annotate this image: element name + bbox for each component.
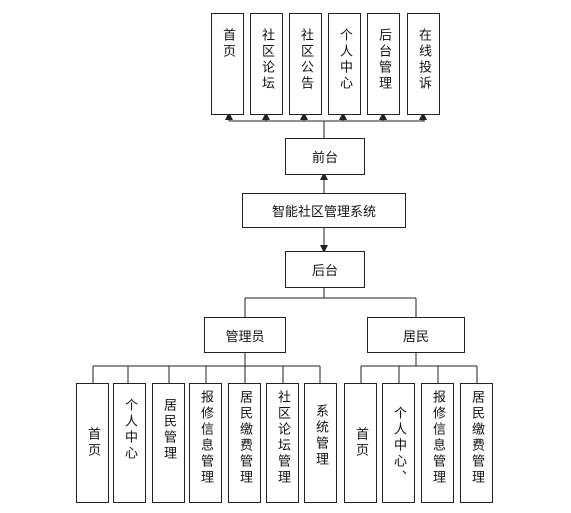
front-module-5: 后台管理 [367,13,400,115]
admin-module-6: 社区论坛管理 [266,383,299,503]
resident-module-1: 首页 [344,383,377,503]
front-module-6: 在线投诉 [407,13,440,115]
admin-module-7: 系统管理 [304,383,337,503]
admin-module-4: 报修信息管理 [189,383,222,503]
front-module-3-label: 社区公告 [298,28,313,92]
front-module-5-label: 后台管理 [376,28,391,92]
admin-module-7-label: 系统管理 [313,404,328,468]
resident-module-3-label: 报修信息管理 [430,390,445,486]
back-node: 后台 [285,251,365,288]
resident-node-label: 居民 [402,329,429,345]
admin-module-4-label: 报修信息管理 [198,390,213,486]
resident-module-1-label: 首页 [353,427,368,459]
admin-node-label: 管理员 [225,329,265,345]
resident-module-4: 居民缴费管理 [460,383,493,503]
admin-module-1-label: 首页 [85,427,100,459]
resident-module-2: 个人中心、 [382,383,415,503]
back-node-label: 后台 [311,264,338,279]
admin-module-5-label: 居民缴费管理 [237,390,252,486]
admin-module-6-label: 社区论坛管理 [275,390,290,486]
resident-module-3: 报修信息管理 [421,383,454,503]
front-module-1: 首页 [211,13,244,115]
front-module-3: 社区公告 [289,13,322,115]
root-node-label: 智能社区管理系统 [271,205,376,220]
admin-module-2: 个人中心 [113,383,146,503]
admin-module-2-label: 个人中心 [122,398,137,462]
resident-node: 居民 [367,317,465,353]
admin-module-5: 居民缴费管理 [228,383,261,503]
front-module-6-label: 在线投诉 [416,28,431,92]
admin-module-3: 居民管理 [152,383,185,503]
front-module-4-label: 个人中心 [337,28,352,92]
front-module-1-label: 首页 [220,28,235,60]
front-node: 前台 [285,138,365,175]
root-node: 智能社区管理系统 [242,193,406,228]
front-module-4: 个人中心 [328,13,361,115]
resident-module-2-label: 个人中心、 [391,406,406,486]
admin-module-3-label: 居民管理 [161,398,176,462]
front-module-2: 社区论坛 [250,13,283,115]
admin-node: 管理员 [204,317,286,353]
front-node-label: 前台 [311,151,338,166]
front-module-2-label: 社区论坛 [259,28,274,92]
resident-module-4-label: 居民缴费管理 [469,390,484,486]
admin-module-1: 首页 [76,383,109,503]
